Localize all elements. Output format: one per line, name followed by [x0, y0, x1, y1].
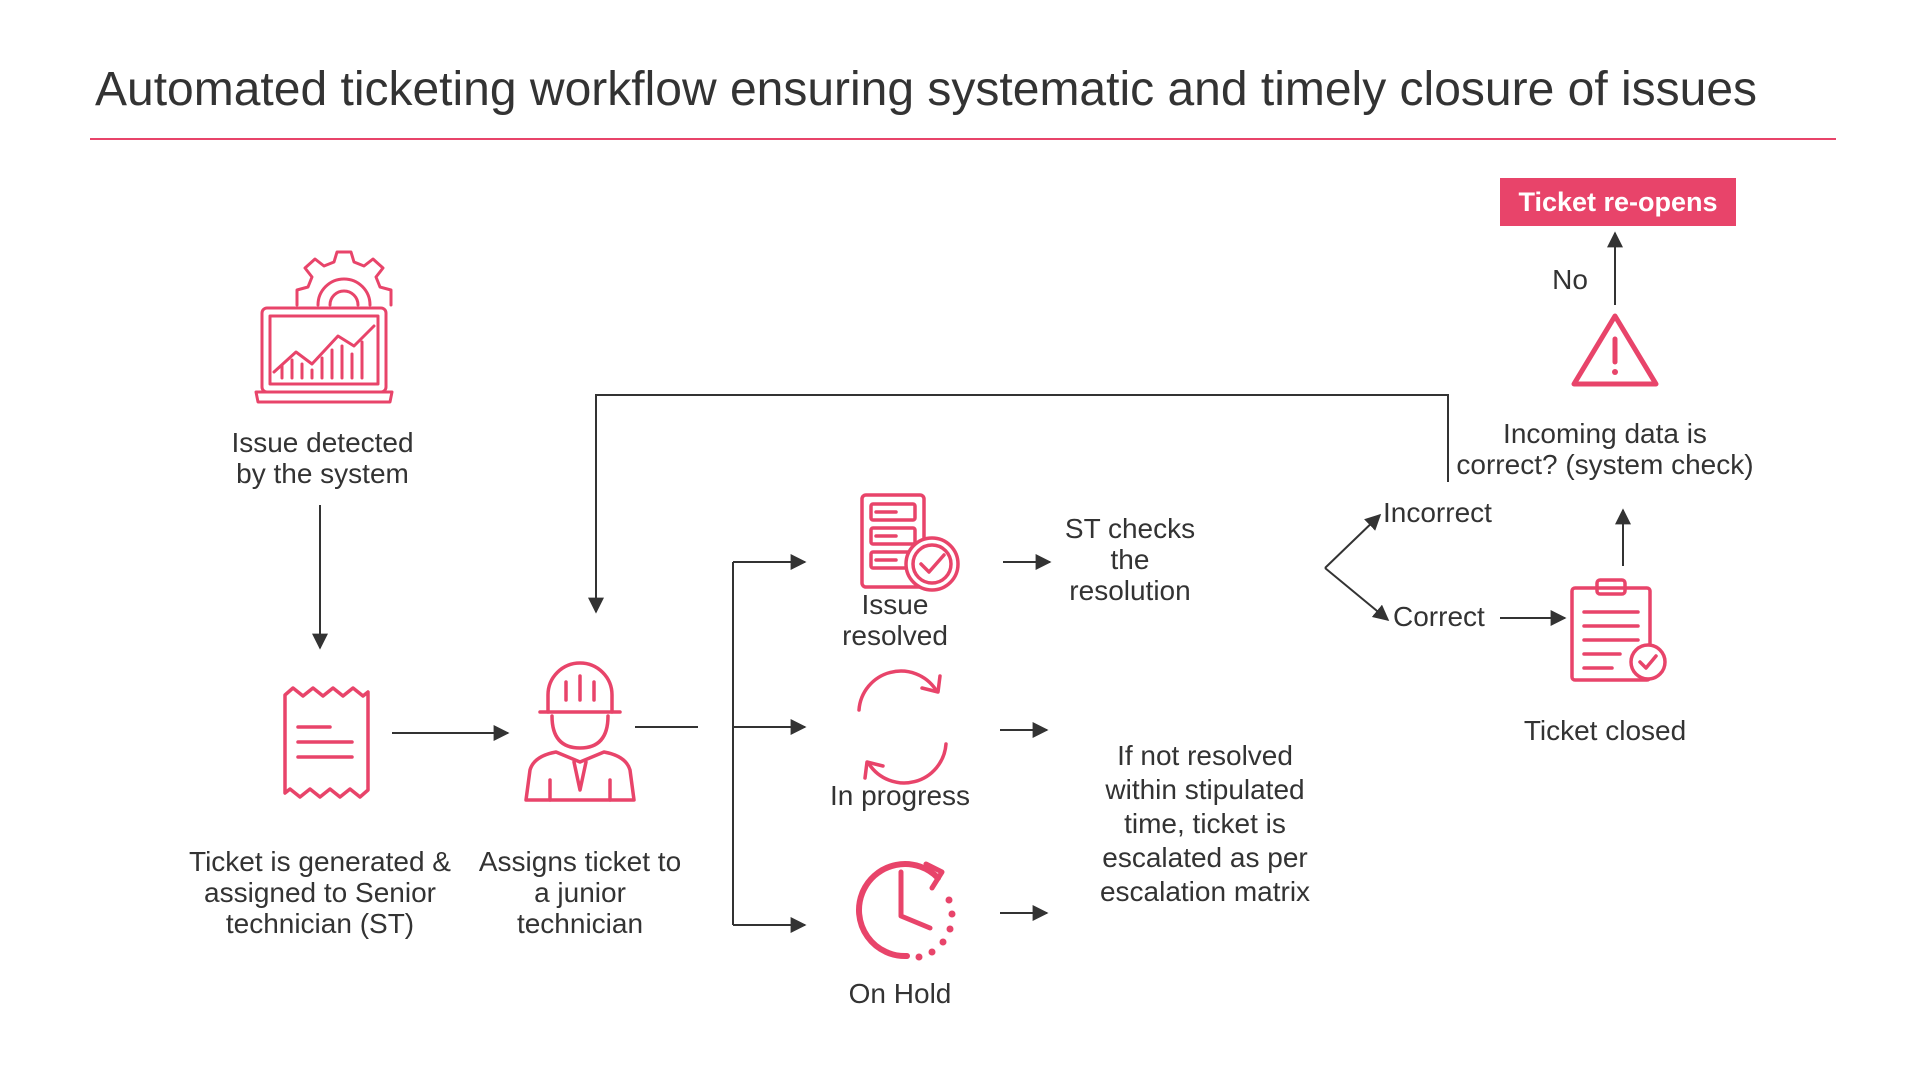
loop-incorrect-to-assign — [588, 394, 1449, 614]
connectors — [312, 231, 1631, 933]
no-label: No — [1552, 264, 1588, 295]
in-progress-label: In progress — [829, 780, 971, 811]
issue-resolved-label: Issue resolved — [842, 589, 948, 651]
ticket-generated-label: Ticket is generated & assigned to Senior… — [189, 846, 451, 939]
laptop-gear-chart-icon — [254, 250, 394, 404]
arrow-check-to-correct — [1324, 567, 1390, 622]
receipt-icon — [283, 686, 370, 799]
server-check-icon — [860, 493, 960, 592]
escalation-label: If not resolved within stipulated time, … — [1099, 740, 1311, 907]
clipboard-check-icon — [1570, 578, 1667, 682]
title-divider — [90, 138, 1836, 140]
page-title: Automated ticketing workflow ensuring sy… — [95, 63, 1758, 116]
system-check-label: Incoming data is correct? (system check) — [1456, 418, 1754, 480]
warning-icon — [1571, 313, 1659, 387]
clock-icon — [856, 861, 956, 961]
st-checks-label: ST checks the resolution — [1064, 513, 1196, 606]
arrow-check-to-incorrect — [1324, 513, 1382, 569]
refresh-icon — [857, 669, 948, 785]
technician-icon — [524, 661, 636, 802]
correct-label: Correct — [1393, 601, 1485, 632]
incorrect-label: Incorrect — [1383, 497, 1492, 528]
issue-detected-label: Issue detected by the system — [231, 427, 414, 489]
ticket-closed-label: Ticket closed — [1523, 715, 1687, 746]
assign-junior-label: Assigns ticket to a junior technician — [478, 846, 682, 939]
ticket-reopens-badge: Ticket re-opens — [1500, 178, 1736, 226]
on-hold-label: On Hold — [848, 978, 952, 1009]
